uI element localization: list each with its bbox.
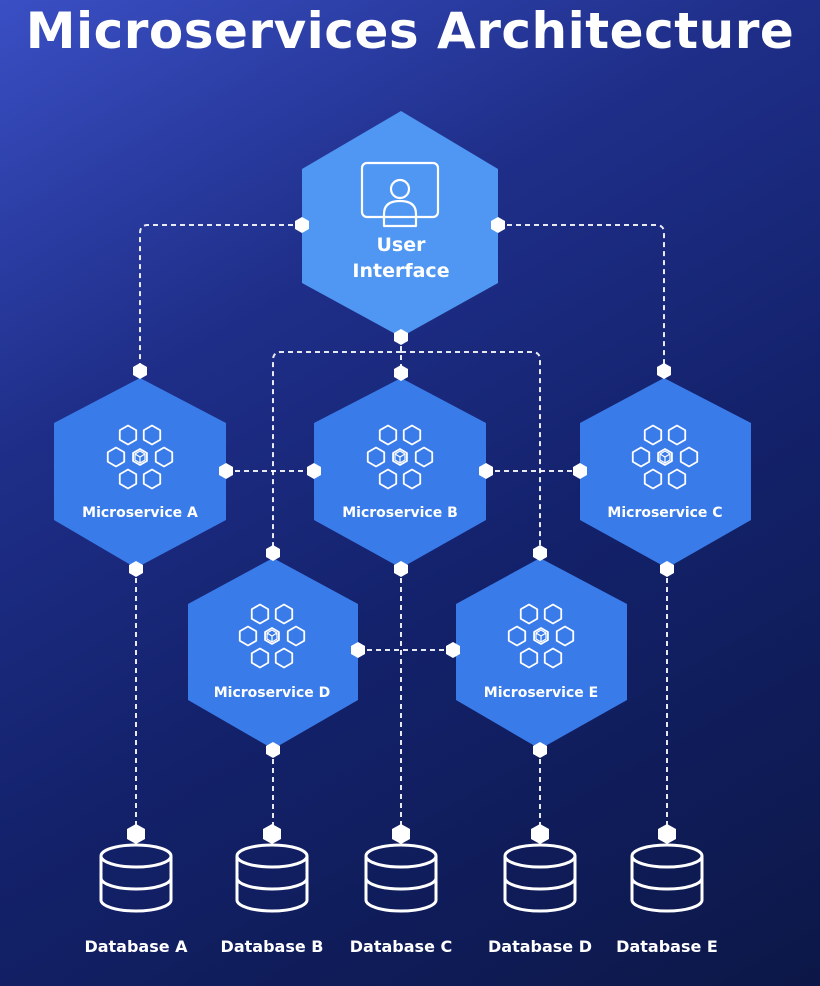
connector-ports <box>127 217 676 844</box>
port-ui-bottom <box>394 329 408 345</box>
microservice-b-node[interactable]: Microservice B <box>314 378 486 568</box>
database-icon <box>235 843 309 913</box>
database-icon <box>99 843 173 913</box>
database-b-node[interactable]: Database B <box>221 843 324 956</box>
microservice-b-hexagon <box>314 378 486 568</box>
microservice-a-node[interactable]: Microservice A <box>54 378 226 568</box>
port-microservice-a-top <box>133 363 147 379</box>
database-c-node[interactable]: Database C <box>350 843 452 956</box>
microservice-d-hexagon <box>188 558 358 749</box>
microservice-e-label: Microservice E <box>484 685 598 701</box>
microservice-b-label: Microservice B <box>342 505 458 521</box>
port-database-b-top <box>263 824 281 844</box>
port-microservice-b-left <box>307 463 321 479</box>
database-icon <box>503 843 577 913</box>
port-ui-right <box>491 217 505 233</box>
port-microservice-b-top <box>394 365 408 381</box>
port-microservice-a-right <box>219 463 233 479</box>
database-e-node[interactable]: Database E <box>616 843 718 956</box>
database-icon <box>364 843 438 913</box>
connector-ui-to-microservice-d <box>272 351 401 553</box>
port-microservice-c-bottom <box>660 561 674 577</box>
microservice-c-node[interactable]: Microservice C <box>580 378 751 568</box>
microservice-c-label: Microservice C <box>607 505 722 521</box>
user-interface-label-line1: User <box>377 234 427 256</box>
user-screen-icon <box>360 161 440 228</box>
connector-ui-to-microservice-c <box>498 224 665 371</box>
port-microservice-e-left <box>446 642 460 658</box>
port-microservice-b-bottom <box>394 561 408 577</box>
database-a-node[interactable]: Database A <box>84 843 188 956</box>
database-e-label: Database E <box>616 937 718 956</box>
port-microservice-d-right <box>351 642 365 658</box>
database-c-label: Database C <box>350 937 452 956</box>
hexagon-cluster-icon <box>507 603 575 669</box>
hexagon-cluster-icon <box>106 424 174 490</box>
microservice-a-label: Microservice A <box>82 505 198 521</box>
database-d-node[interactable]: Database D <box>488 843 592 956</box>
port-microservice-b-right <box>479 463 493 479</box>
database-d-label: Database D <box>488 937 592 956</box>
port-microservice-e-bottom <box>533 742 547 758</box>
hexagon-cluster-icon <box>366 424 434 490</box>
user-interface-node[interactable]: User Interface <box>302 111 498 337</box>
microservice-d-label: Microservice D <box>214 685 331 701</box>
port-microservice-a-bottom <box>129 561 143 577</box>
port-microservice-c-left <box>573 463 587 479</box>
database-icon <box>630 843 704 913</box>
port-microservice-c-top <box>657 363 671 379</box>
connector-ui-to-microservice-e <box>401 351 541 553</box>
microservice-e-node[interactable]: Microservice E <box>456 558 627 749</box>
hexagon-cluster-icon <box>238 603 306 669</box>
port-microservice-e-top <box>533 545 547 561</box>
port-microservice-d-bottom <box>266 742 280 758</box>
microservice-c-hexagon <box>580 378 751 568</box>
connector-ui-to-microservice-a <box>139 224 302 371</box>
microservice-a-hexagon <box>54 378 226 568</box>
microservice-e-hexagon <box>456 558 627 749</box>
port-ui-left <box>295 217 309 233</box>
database-a-label: Database A <box>84 937 188 956</box>
page-title: Microservices Architecture <box>25 2 795 60</box>
connectors <box>135 224 668 830</box>
microservice-d-node[interactable]: Microservice D <box>188 558 358 749</box>
user-interface-label-line2: Interface <box>352 260 449 282</box>
hexagon-cluster-icon <box>631 424 699 490</box>
port-database-c-top <box>392 824 410 844</box>
port-microservice-d-top <box>266 545 280 561</box>
port-database-e-top <box>658 824 676 844</box>
user-interface-hexagon <box>302 111 498 337</box>
database-b-label: Database B <box>221 937 324 956</box>
port-database-d-top <box>531 824 549 844</box>
port-database-a-top <box>127 824 145 844</box>
